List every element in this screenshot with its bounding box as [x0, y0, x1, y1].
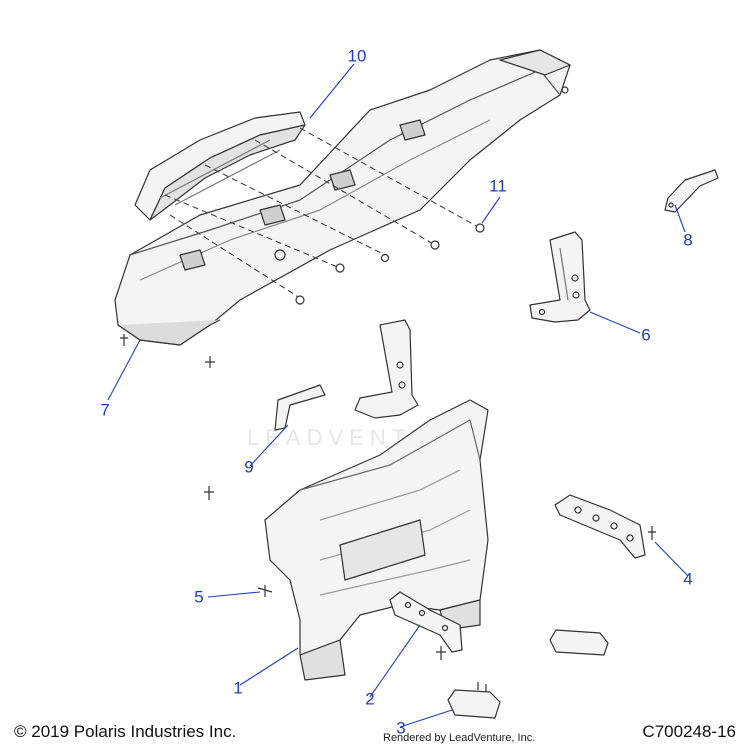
callout-7: 7	[100, 400, 110, 420]
part-10-upper-cover	[134, 111, 306, 221]
rendered-by-text: Rendered by LeadVenture, Inc.	[383, 732, 536, 744]
fasteners-top	[120, 86, 569, 368]
center-bracket	[354, 319, 419, 419]
diagram-id: C700248-16	[642, 722, 736, 741]
part-5-screw	[257, 585, 273, 597]
copyright-text: © 2019 Polaris Industries Inc.	[14, 722, 237, 741]
callout-9: 9	[244, 457, 254, 477]
part-1-lower-housing	[264, 399, 489, 681]
lower-bracket-right	[549, 629, 609, 656]
part-4-bracket	[554, 494, 656, 559]
loose-screw	[204, 486, 214, 500]
callout-leaders	[107, 63, 689, 728]
callout-6: 6	[641, 325, 651, 345]
callout-3: 3	[396, 718, 406, 738]
part-2-bracket	[389, 591, 463, 660]
part-9-bracket	[274, 384, 326, 431]
callout-4: 4	[683, 569, 693, 589]
callout-10: 10	[347, 46, 367, 66]
part-8-bracket	[664, 169, 719, 213]
callout-8: 8	[683, 230, 693, 250]
part-7-main-bumper	[114, 49, 571, 346]
callout-2: 2	[365, 689, 375, 709]
callout-5: 5	[194, 587, 204, 607]
callout-11: 11	[489, 176, 507, 196]
part-6-bracket	[529, 231, 591, 323]
part-3-bracket	[447, 682, 501, 719]
callout-1: 1	[233, 678, 243, 698]
